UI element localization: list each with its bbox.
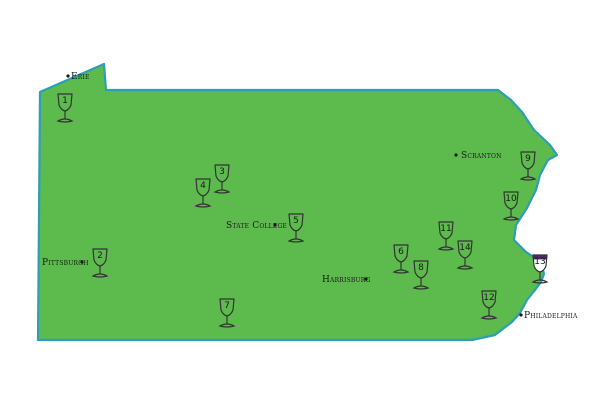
winery-marker-2[interactable]: 2: [91, 248, 109, 278]
wine-glass-icon: [519, 151, 537, 181]
winery-marker-6[interactable]: 6: [392, 244, 410, 274]
wine-glass-icon: [56, 93, 74, 123]
city-erie: Erie: [66, 72, 89, 82]
city-label: State College: [226, 221, 287, 231]
wine-glass-icon: [91, 248, 109, 278]
wine-glass-icon: [392, 244, 410, 274]
winery-number: 10: [505, 194, 517, 204]
wine-glass-icon: [531, 254, 549, 284]
wine-glass-icon: [480, 290, 498, 320]
winery-number: 1: [62, 96, 68, 106]
city-dot: [454, 153, 458, 157]
winery-marker-7[interactable]: 7: [218, 298, 236, 328]
winery-number: 2: [97, 251, 103, 261]
winery-marker-4[interactable]: 4: [194, 178, 212, 208]
wine-glass-icon: [194, 178, 212, 208]
winery-marker-9[interactable]: 9: [519, 151, 537, 181]
wine-glass-icon: [412, 260, 430, 290]
winery-number: 9: [525, 154, 531, 164]
winery-number: 5: [293, 216, 299, 226]
wine-glass-icon: [213, 164, 231, 194]
wine-glass-icon: [456, 240, 474, 270]
pennsylvania-state-outline: [36, 62, 559, 342]
winery-number: 6: [398, 247, 404, 257]
wine-glass-icon: [218, 298, 236, 328]
city-philadelphia: Philadelphia: [519, 311, 578, 321]
city-dot: [519, 313, 523, 317]
winery-marker-8[interactable]: 8: [412, 260, 430, 290]
winery-marker-5[interactable]: 5: [287, 213, 305, 243]
winery-number: 14: [459, 243, 471, 253]
city-harrisburg: Harrisburg: [322, 275, 370, 285]
city-dot: [364, 277, 368, 281]
wine-glass-icon: [437, 221, 455, 251]
winery-marker-3[interactable]: 3: [213, 164, 231, 194]
winery-marker-11[interactable]: 11: [437, 221, 455, 251]
city-label: Scranton: [461, 151, 502, 161]
winery-number: 11: [440, 224, 451, 234]
wine-glass-icon: [502, 191, 520, 221]
city-label: Philadelphia: [524, 311, 578, 321]
winery-marker-14[interactable]: 14: [456, 240, 474, 270]
city-label: Pittsburgh: [42, 258, 89, 268]
city-label: Erie: [71, 72, 90, 82]
winery-number: 8: [418, 263, 424, 273]
winery-number: 12: [483, 293, 494, 303]
city-dot: [273, 223, 277, 227]
winery-number: 7: [224, 301, 230, 311]
winery-marker-10[interactable]: 10: [502, 191, 520, 221]
winery-number: 13: [534, 257, 545, 267]
city-state-college: State College: [226, 221, 287, 231]
city-dot: [66, 74, 70, 78]
winery-number: 3: [219, 167, 225, 177]
winery-number: 4: [200, 181, 206, 191]
winery-marker-13[interactable]: 13: [531, 254, 549, 284]
city-dot: [80, 260, 84, 264]
wine-glass-icon: [287, 213, 305, 243]
city-scranton: Scranton: [454, 151, 501, 161]
city-label: Harrisburg: [322, 275, 370, 285]
city-pittsburgh: Pittsburgh: [42, 258, 89, 268]
winery-marker-1[interactable]: 1: [56, 93, 74, 123]
winery-marker-12[interactable]: 12: [480, 290, 498, 320]
